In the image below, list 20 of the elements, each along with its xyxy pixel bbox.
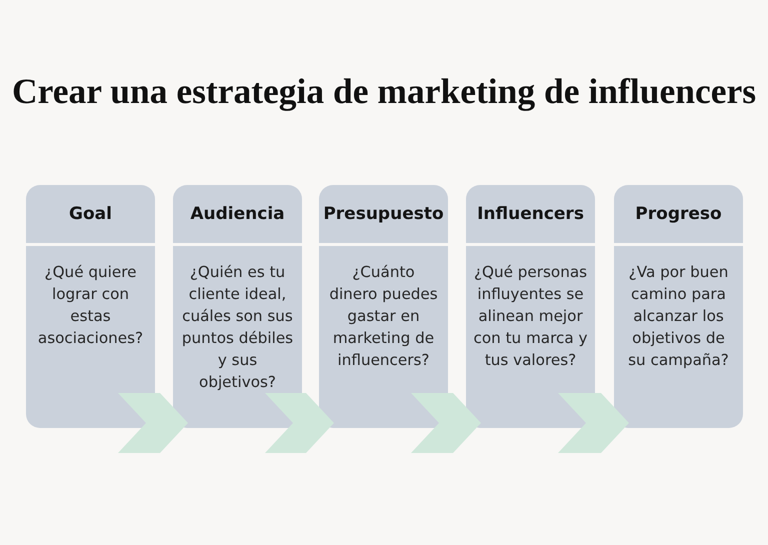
chevron-arrow — [265, 393, 334, 453]
chevron-arrow — [411, 393, 481, 453]
chevron-arrow — [118, 393, 188, 453]
card-text: ¿Quién es tu cliente ideal, cuáles son sus puntos débiles y sus objetivos? — [180, 262, 294, 393]
card-heading: Goal — [69, 203, 112, 225]
step-card — [466, 185, 595, 428]
card-text: ¿Qué quiere lograr con estas asociaciones? — [36, 262, 144, 349]
card-heading: Progreso — [635, 203, 722, 225]
step-card — [173, 185, 302, 428]
step-card — [319, 185, 448, 428]
card-heading: Influencers — [477, 203, 584, 225]
card-text: ¿Va por buen camino para alcanzar los objetivos de su campaña? — [627, 262, 730, 371]
step-card — [26, 185, 155, 428]
card-heading: Audiencia — [190, 203, 285, 225]
step-card — [614, 185, 743, 428]
card-text: ¿Qué personas influyentes se alinean mejor con tu marca y tus valores? — [472, 262, 588, 371]
card-heading: Presupuesto — [323, 203, 444, 225]
chevron-arrow — [558, 393, 629, 453]
title: Crear una estrategia de marketing de influencers — [12, 70, 756, 112]
card-text: ¿Cuánto dinero puedes gastar en marketing de influencers? — [328, 262, 439, 371]
